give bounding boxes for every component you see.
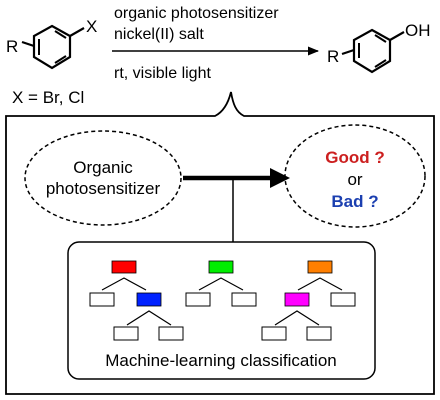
product-oh-label: OH (405, 21, 431, 40)
product-r-label: R (327, 47, 339, 66)
reactant-c-x-bond (69, 27, 85, 37)
tree-1-root-node (111, 260, 137, 274)
tree-1-child-node (136, 292, 162, 307)
product-ring-double-bond (374, 59, 387, 68)
decision-tree-2 (185, 260, 257, 307)
outcome-good-label: Good ? (325, 148, 384, 167)
photosensitizer-label-line-1: Organic (73, 158, 133, 177)
tree-3-child-right-leaf (306, 326, 332, 341)
reactant-ring-double-bond (54, 30, 67, 39)
classifier-panel: Machine-learning classification (67, 241, 376, 380)
tree-2-left-leaf (185, 292, 211, 307)
tree-2-branch (198, 277, 244, 291)
tree-1-branch (101, 277, 147, 291)
tree-1-child-left-leaf (113, 326, 139, 341)
decision-tree-3 (261, 260, 356, 341)
outcome-bad-label: Bad ? (331, 192, 378, 211)
tree-3-child-branch (274, 310, 320, 326)
outcome-node: Good ? or Bad ? (284, 124, 426, 228)
outcome-or-label: or (347, 170, 362, 189)
reaction-scheme: X R organic photosensitizer nickel(II) s… (6, 5, 431, 107)
tree-1-child-branch (126, 310, 172, 326)
tree-3-root-node (307, 260, 333, 274)
product-ring-double-bond (374, 34, 387, 43)
reactant-aryl-halide: X R (6, 17, 97, 70)
tree-1-child-right-leaf (158, 326, 184, 341)
tree-3-branch (297, 277, 343, 291)
condition-nickel-salt: nickel(II) salt (114, 26, 204, 43)
tree-2-right-leaf (231, 292, 257, 307)
product-r-bond (341, 48, 355, 56)
reactant-r-label: R (6, 37, 18, 56)
outcome-ellipse (284, 124, 426, 228)
x-definition: X = Br, Cl (12, 88, 84, 107)
tree-3-right-leaf (330, 292, 356, 307)
decision-tree-1 (89, 260, 184, 341)
tree-3-child-node (284, 292, 310, 307)
product-phenol: OH R (327, 21, 431, 74)
condition-rt-visible-light: rt, visible light (114, 65, 211, 82)
condition-photosensitizer: organic photosensitizer (114, 5, 279, 22)
classifier-box (67, 241, 376, 380)
tree-2-root-node (208, 260, 234, 274)
photosensitizer-ellipse (24, 130, 182, 226)
classifier-caption: Machine-learning classification (105, 351, 337, 370)
prediction-arrow-head (270, 168, 290, 188)
reactant-ring-double-bond (54, 55, 67, 64)
reactant-r-bond (21, 40, 35, 48)
tree-1-left-leaf (89, 292, 115, 307)
reactant-x-label: X (86, 17, 97, 36)
photosensitizer-label-line-2: photosensitizer (46, 179, 161, 198)
tree-3-child-left-leaf (261, 326, 287, 341)
product-c-o-bond (389, 31, 405, 41)
photosensitizer-node: Organic photosensitizer (24, 130, 182, 226)
